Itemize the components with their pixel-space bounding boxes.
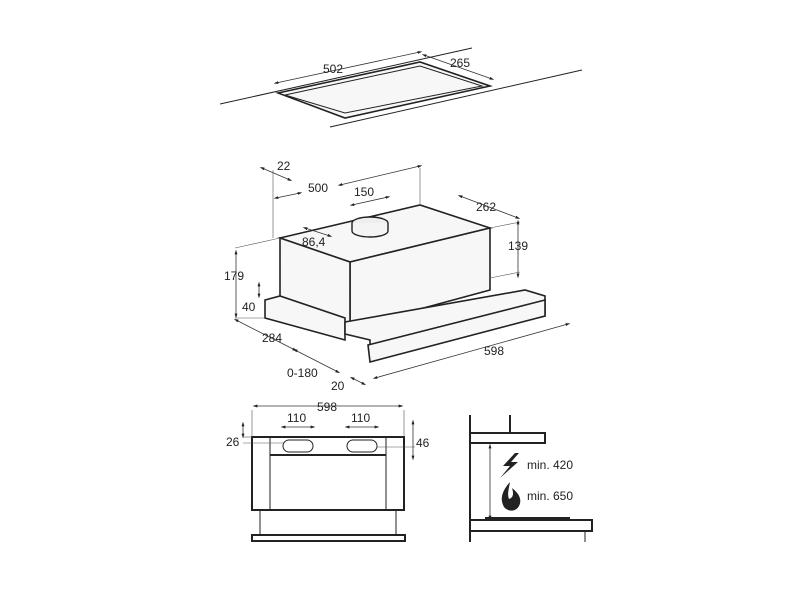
dim-150: 150 [354, 185, 374, 199]
clearance-side-view: min. 420 min. 650 [469, 415, 593, 542]
clearance-gas: min. 650 [527, 489, 573, 503]
dim-cutout-width: 502 [323, 62, 343, 76]
dim-22: 22 [277, 159, 291, 173]
dim-front-598: 598 [317, 400, 337, 414]
flame-icon [501, 482, 521, 511]
clearance-electric: min. 420 [527, 458, 573, 472]
hood-front-view: 598 110 110 26 46 [226, 400, 430, 542]
dim-46: 46 [416, 436, 430, 450]
dim-40: 40 [242, 300, 256, 314]
dim-26: 26 [226, 435, 240, 449]
dim-0-180: 0-180 [287, 366, 318, 380]
dim-598: 598 [484, 344, 504, 358]
dim-slot-110-right: 110 [351, 411, 370, 425]
dim-500: 500 [308, 181, 328, 195]
dim-284: 284 [262, 331, 282, 345]
dim-179: 179 [224, 269, 244, 283]
cutout-diagram: 502 265 [219, 47, 583, 128]
dim-slot-110-left: 110 [287, 411, 306, 425]
dim-86-4: 86,4 [302, 235, 326, 249]
dim-262: 262 [476, 200, 496, 214]
hood-isometric-diagram: 22 500 150 262 86,4 139 179 40 284 0-180… [224, 159, 571, 393]
lightning-icon [500, 453, 519, 478]
dim-cutout-depth: 265 [450, 56, 470, 70]
dim-20: 20 [331, 379, 345, 393]
dim-139: 139 [508, 239, 528, 253]
